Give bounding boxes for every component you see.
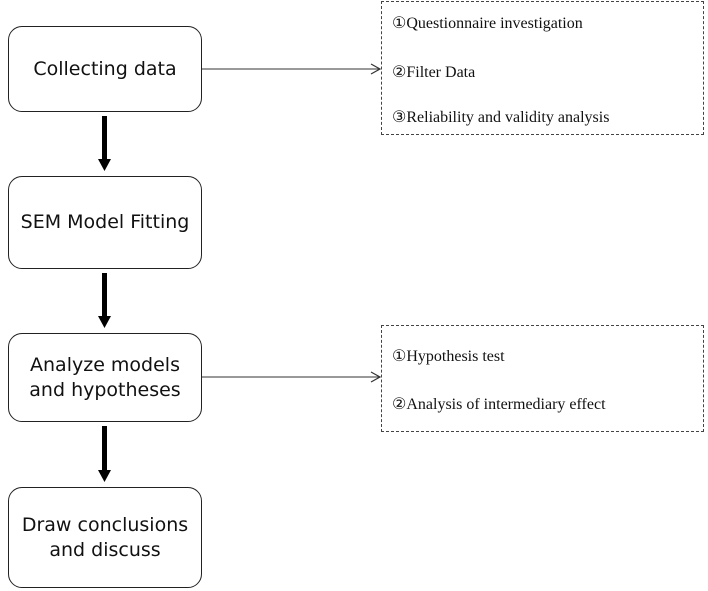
- down-arrow-2: [98, 273, 111, 328]
- arrow-collect-to-notes-head: [370, 63, 382, 75]
- process-step-draw-conclusions: Draw conclusions and discuss: [8, 487, 202, 588]
- down-arrow-1: [98, 116, 111, 171]
- detail-item: ②Filter Data: [392, 64, 476, 81]
- detail-item: ①Questionnaire investigation: [392, 15, 583, 32]
- process-step-label: Collecting data: [33, 57, 177, 80]
- down-arrow-3: [98, 426, 111, 482]
- arrow-analyze-to-notes-head: [370, 371, 382, 383]
- details-box-analyze-models: ①Hypothesis test ②Analysis of intermedia…: [381, 325, 704, 432]
- process-step-analyze-models: Analyze models and hypotheses: [8, 333, 202, 422]
- process-step-collecting-data: Collecting data: [8, 26, 202, 112]
- process-step-sem-model-fitting: SEM Model Fitting: [8, 176, 202, 269]
- process-step-label: Draw conclusions and discuss: [21, 513, 189, 561]
- process-step-label: SEM Model Fitting: [20, 211, 190, 233]
- detail-item: ②Analysis of intermediary effect: [392, 396, 606, 413]
- detail-item: ③Reliability and validity analysis: [392, 109, 610, 126]
- detail-item: ①Hypothesis test: [392, 348, 505, 365]
- process-step-label: Analyze models and hypotheses: [29, 353, 181, 401]
- details-box-collecting-data: ①Questionnaire investigation ②Filter Dat…: [381, 1, 704, 135]
